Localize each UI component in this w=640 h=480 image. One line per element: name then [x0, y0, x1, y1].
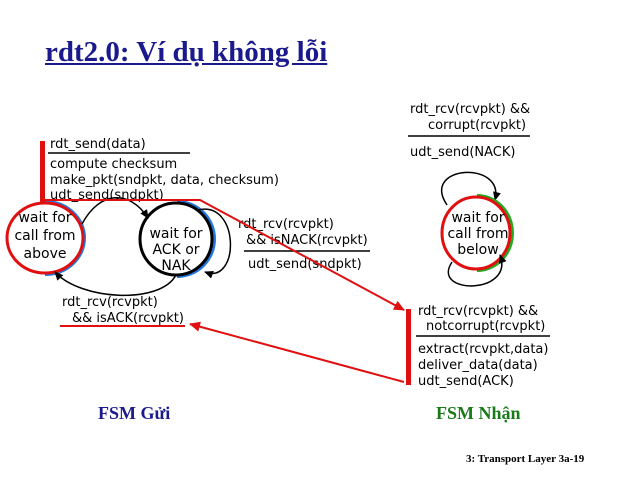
- send-action-line-1: compute checksum: [50, 157, 177, 172]
- state-wait-call-above: wait for call from above: [5, 200, 86, 276]
- state-label-line-2: ACK or: [152, 242, 199, 258]
- transition-ack-arrow: [54, 271, 177, 297]
- ok-action-line-1: extract(rcvpkt,data): [418, 342, 548, 357]
- transition-send-arrow: [81, 196, 149, 225]
- ack-event-line-1: rdt_rcv(rcvpkt): [62, 295, 158, 310]
- nack-action-text: udt_send(sndpkt): [248, 257, 362, 272]
- state-label-line-3: below: [457, 242, 498, 258]
- nack-event-line-1: rdt_rcv(rcvpkt): [238, 217, 334, 232]
- transition-nack-loop-arrow: [197, 208, 232, 279]
- corrupt-event-line-2: corrupt(rcvpkt): [428, 118, 526, 133]
- corrupt-event-line-1: rdt_rcv(rcvpkt) &&: [410, 102, 530, 117]
- sender-fsm-label: FSM Gửi: [98, 403, 171, 423]
- corrupt-action-text: udt_send(NACK): [410, 145, 516, 160]
- ok-event-line-2: notcorrupt(rcvpkt): [426, 319, 545, 334]
- ok-action-line-2: deliver_data(data): [418, 358, 538, 373]
- state-wait-ack-nak: wait for ACK or NAK: [138, 200, 216, 278]
- receiver-fsm-label: FSM Nhận: [436, 403, 521, 423]
- state-label-line-3: above: [24, 246, 67, 262]
- send-event-text: rdt_send(data): [50, 137, 146, 152]
- transition-ok-loop-arrow: [447, 254, 507, 287]
- transition-corrupt-loop-arrow: [440, 171, 501, 206]
- state-label-line-2: call from: [447, 226, 508, 242]
- ok-action-highlight-bar: [406, 309, 411, 385]
- ack-event-line-2: && isACK(rcvpkt): [72, 311, 184, 326]
- slide-title: rdt2.0: Ví dụ không lỗi: [45, 36, 328, 68]
- send-action-highlight-bar: [40, 141, 45, 203]
- state-circle-wait-call-below: [440, 195, 512, 271]
- ok-event-line-1: rdt_rcv(rcvpkt) &&: [418, 304, 538, 319]
- packet-flow-arrow: [45, 199, 405, 311]
- slide-footer: 3: Transport Layer 3a-19: [466, 453, 585, 465]
- state-circle-wait-call-above: [5, 201, 85, 275]
- nack-event-line-2: && isNACK(rcvpkt): [246, 233, 368, 248]
- ok-action-line-3: udt_send(ACK): [418, 374, 514, 389]
- state-label-line-3: NAK: [161, 258, 191, 274]
- send-action-line-2: make_pkt(sndpkt, data, checksum): [50, 173, 279, 188]
- state-label-line-1: wait for: [451, 210, 504, 226]
- state-label-line-1: wait for: [18, 210, 71, 226]
- state-label-line-1: wait for: [149, 226, 202, 242]
- state-wait-call-below: wait for call from below: [440, 194, 514, 272]
- state-label-line-2: call from: [14, 228, 75, 244]
- ack-flow-arrow: [189, 321, 405, 383]
